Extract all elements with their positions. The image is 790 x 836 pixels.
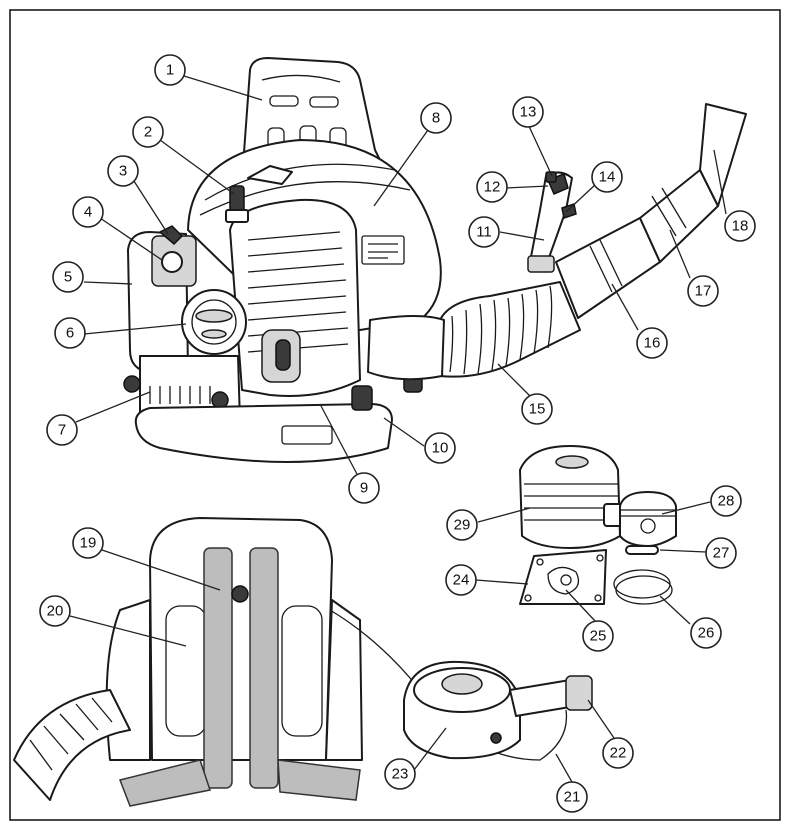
svg-text:28: 28: [718, 493, 735, 510]
callout-19: 19: [72, 527, 104, 559]
recoil-starter-icon: [181, 289, 247, 355]
svg-text:22: 22: [610, 745, 627, 762]
callout-1: 1: [154, 54, 186, 86]
callout-29: 29: [446, 509, 478, 541]
back-view-illustration: [13, 517, 568, 807]
callout-5: 5: [52, 261, 84, 293]
base-plate-icon: [134, 403, 393, 463]
svg-text:11: 11: [476, 224, 492, 241]
callout-22: 22: [602, 737, 634, 769]
svg-text:23: 23: [392, 766, 409, 783]
diagram-border: [9, 9, 781, 821]
piston-ring-icon: [613, 569, 673, 605]
main-blower-illustration: [123, 57, 747, 463]
flex-hose-icon: [367, 281, 581, 381]
callout-10: 10: [424, 432, 456, 464]
callout-25: 25: [582, 620, 614, 652]
svg-text:15: 15: [529, 401, 546, 418]
callout-11: 11: [468, 216, 500, 248]
svg-text:21: 21: [564, 789, 581, 806]
callout-8: 8: [420, 102, 452, 134]
svg-text:5: 5: [64, 269, 72, 286]
piston-icon: [619, 491, 677, 547]
cylinder-gasket-icon: [519, 549, 607, 605]
callout-23: 23: [384, 758, 416, 790]
svg-text:10: 10: [432, 440, 449, 457]
callout-17: 17: [687, 275, 719, 307]
callout-18: 18: [724, 210, 756, 242]
callout-20: 20: [39, 595, 71, 627]
throttle-handle-icon: [527, 171, 573, 273]
svg-text:6: 6: [66, 325, 74, 342]
callout-6: 6: [54, 317, 86, 349]
svg-text:3: 3: [119, 163, 127, 180]
callout-16: 16: [636, 327, 668, 359]
svg-text:12: 12: [484, 179, 501, 196]
throttle-lock-icon: [561, 203, 577, 219]
svg-text:19: 19: [80, 535, 97, 552]
svg-text:18: 18: [732, 218, 749, 235]
back-hose-icon: [13, 689, 131, 801]
callout-14: 14: [591, 161, 623, 193]
svg-text:4: 4: [84, 204, 92, 221]
svg-text:20: 20: [47, 603, 64, 620]
svg-text:7: 7: [58, 422, 66, 439]
svg-text:16: 16: [644, 335, 661, 352]
svg-text:8: 8: [432, 110, 440, 127]
callout-21: 21: [556, 781, 588, 813]
gasket-port-icon: [547, 566, 580, 595]
callout-2: 2: [132, 116, 164, 148]
callouts: 1 2 3 4 5 6 7 8 9 10 11 12 13 14 15 16 1…: [39, 54, 756, 813]
callout-13: 13: [512, 96, 544, 128]
cylinder-icon: [519, 445, 623, 549]
engine-cover-icon: [229, 198, 361, 397]
svg-text:26: 26: [698, 625, 715, 642]
shoulder-strap-icon: [118, 547, 361, 807]
back-pad-icon: [105, 517, 363, 761]
callout-24: 24: [445, 564, 477, 596]
carburetor-icon: [151, 235, 197, 287]
svg-text:17: 17: [695, 283, 712, 300]
svg-text:24: 24: [453, 572, 470, 589]
svg-text:13: 13: [520, 104, 537, 121]
callout-3: 3: [107, 155, 139, 187]
elbow-clamp-icon: [565, 675, 593, 711]
svg-text:27: 27: [713, 545, 730, 562]
callout-26: 26: [690, 617, 722, 649]
callout-27: 27: [705, 537, 737, 569]
callout-12: 12: [476, 171, 508, 203]
volute-housing-icon: [403, 660, 577, 760]
svg-text:25: 25: [590, 628, 607, 645]
stop-switch-icon: [545, 171, 557, 183]
svg-text:29: 29: [454, 517, 471, 534]
nozzle-icon: [699, 103, 747, 207]
callout-4: 4: [72, 196, 104, 228]
callout-9: 9: [348, 472, 380, 504]
spark-plug-cap-icon: [225, 185, 249, 223]
svg-text:9: 9: [360, 480, 368, 497]
svg-text:1: 1: [166, 62, 174, 79]
callout-28: 28: [710, 485, 742, 517]
callout-15: 15: [521, 393, 553, 425]
upper-pipe-icon: [555, 217, 661, 319]
callout-7: 7: [46, 414, 78, 446]
piston-pin-icon: [625, 545, 659, 555]
svg-text:14: 14: [599, 169, 616, 186]
svg-text:2: 2: [144, 124, 152, 141]
leader-lines: [69, 75, 727, 783]
